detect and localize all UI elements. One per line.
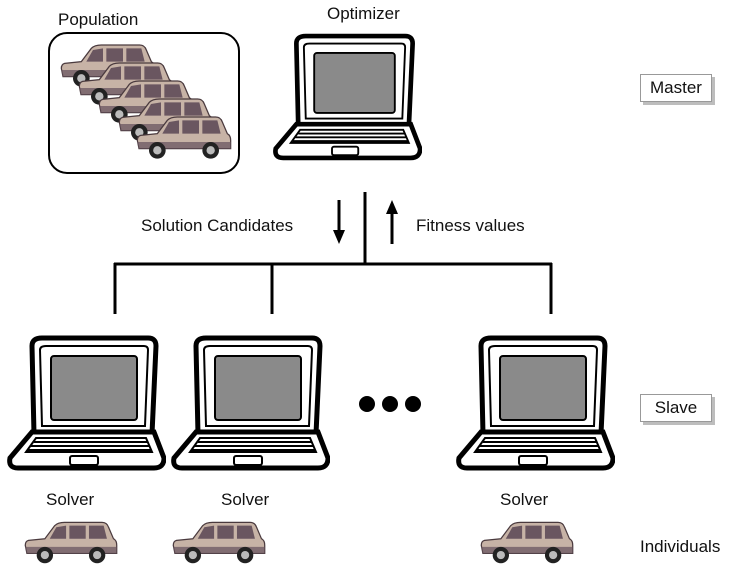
solver-laptop-icon <box>174 338 328 468</box>
solver-label-3: Solver <box>500 490 549 509</box>
ellipsis-dot <box>359 396 375 412</box>
population-label: Population <box>58 10 139 29</box>
individual-car-icon <box>480 521 574 564</box>
individuals-label: Individuals <box>640 537 721 556</box>
solution-candidates-label: Solution Candidates <box>141 216 294 235</box>
solver-laptop-icon <box>459 338 613 468</box>
slave-tag: Slave <box>640 394 712 422</box>
up-arrow-icon <box>386 200 398 214</box>
solver-label-1: Solver <box>46 490 95 509</box>
master-tag: Master <box>640 74 712 102</box>
solver-label-2: Solver <box>221 490 270 509</box>
down-arrow-icon <box>333 230 345 244</box>
optimizer-laptop-icon <box>275 36 420 158</box>
fitness-values-label: Fitness values <box>416 216 525 235</box>
ellipsis-dot <box>405 396 421 412</box>
solver-laptop-icon <box>10 338 164 468</box>
optimizer-label: Optimizer <box>327 4 400 23</box>
individual-car-icon <box>24 521 118 564</box>
individual-car-icon <box>172 521 266 564</box>
ellipsis-dot <box>382 396 398 412</box>
